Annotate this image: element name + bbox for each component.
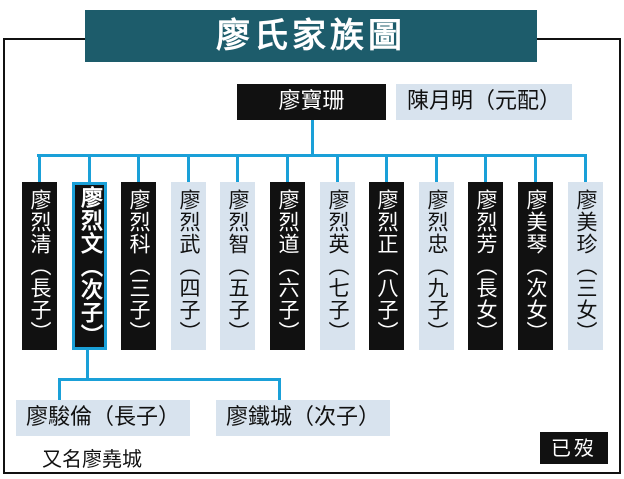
child-box-6: 廖烈道（六子） xyxy=(270,182,305,350)
connector-child-1 xyxy=(38,154,41,182)
child-box-8: 廖烈正（八子） xyxy=(369,182,404,350)
connector-child-9 xyxy=(435,154,438,182)
connector-child-4 xyxy=(187,154,190,182)
connector-child-11 xyxy=(534,154,537,182)
child-box-1: 廖烈清（長子） xyxy=(22,182,57,350)
grandchild-box-2: 廖鐵城（次子） xyxy=(216,400,390,436)
connector-child-10 xyxy=(484,154,487,182)
child-box-11: 廖美琴（次女） xyxy=(518,182,553,350)
father-box: 廖寶珊 xyxy=(237,84,386,120)
connector-grandchild-2 xyxy=(278,378,281,402)
child-box-7: 廖烈英（七子） xyxy=(320,182,355,350)
connector-child-7 xyxy=(336,154,339,182)
connector-sibling-bar xyxy=(37,154,586,157)
connector-grandchild-drop xyxy=(86,350,89,380)
connector-child-12 xyxy=(584,154,587,182)
child-box-3: 廖烈科（三子） xyxy=(121,182,156,350)
mother-box: 陳月明（元配） xyxy=(396,84,572,120)
deceased-legend: 已歿 xyxy=(540,432,608,464)
alias-note: 又名廖堯城 xyxy=(42,447,142,471)
child-box-4: 廖烈武（四子） xyxy=(171,182,206,350)
child-box-12: 廖美珍（三女） xyxy=(568,182,603,350)
connector-grandchild-bar xyxy=(58,378,280,381)
child-box-5: 廖烈智（五子） xyxy=(220,182,255,350)
connector-child-3 xyxy=(137,154,140,182)
child-box-9: 廖烈忠（九子） xyxy=(419,182,454,350)
grandchild-box-1: 廖駿倫（長子） xyxy=(16,400,190,436)
diagram-title: 廖氏家族圖 xyxy=(85,10,537,62)
connector-child-8 xyxy=(385,154,388,182)
connector-parent-drop xyxy=(311,118,314,156)
child-box-2: 廖烈文（次子） xyxy=(72,182,107,350)
child-box-10: 廖烈芳（長女） xyxy=(468,182,503,350)
connector-grandchild-1 xyxy=(58,378,61,402)
connector-child-2 xyxy=(88,154,91,182)
connector-child-5 xyxy=(236,154,239,182)
connector-child-6 xyxy=(286,154,289,182)
